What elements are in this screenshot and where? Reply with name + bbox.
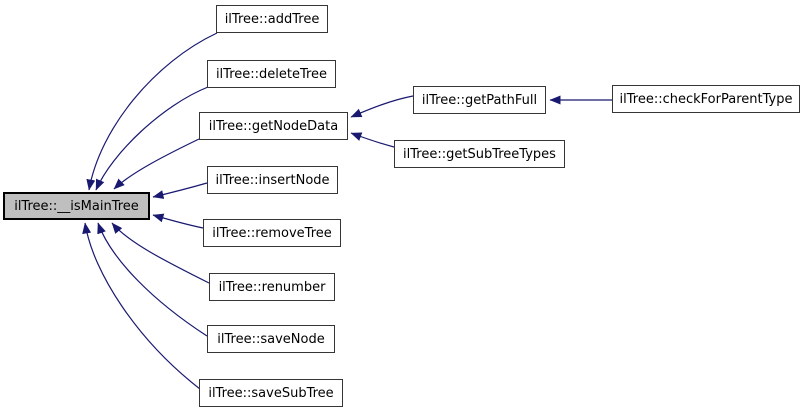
edge-removetree-to-ismaintree: [152, 213, 204, 229]
edge-savesubtree-to-ismaintree: [82, 222, 201, 390]
node-iltree-savenode[interactable]: ilTree::saveNode: [207, 325, 335, 353]
edge-getpathfull-to-getnodedata: [350, 95, 414, 118]
node-iltree-getsubtreetypes[interactable]: ilTree::getSubTreeTypes: [394, 140, 565, 168]
node-iltree-getpathfull[interactable]: ilTree::getPathFull: [413, 86, 546, 114]
node-iltree-checkforparenttype[interactable]: ilTree::checkForParentType: [612, 85, 800, 113]
node-iltree-insertnode[interactable]: ilTree::insertNode: [207, 166, 338, 194]
edge-deletetree-to-ismaintree: [95, 86, 209, 191]
node-iltree-getnodedata[interactable]: ilTree::getNodeData: [199, 112, 348, 140]
node-iltree-removetree[interactable]: ilTree::removeTree: [203, 219, 341, 247]
edge-insertnode-to-ismaintree: [152, 182, 208, 199]
edge-getsubtreetypes-to-getnodedata: [350, 132, 395, 148]
edge-savenode-to-ismaintree: [97, 222, 208, 337]
node-iltree-ismaintree: ilTree::__isMainTree: [3, 192, 150, 220]
node-iltree-renumber[interactable]: ilTree::renumber: [209, 273, 335, 301]
node-iltree-deletetree[interactable]: ilTree::deleteTree: [207, 60, 336, 88]
node-iltree-savesubtree[interactable]: ilTree::saveSubTree: [199, 379, 343, 407]
edge-addtree-to-ismaintree: [86, 32, 218, 191]
node-iltree-addtree[interactable]: ilTree::addTree: [216, 5, 328, 33]
edge-renumber-to-ismaintree: [111, 222, 210, 284]
edge-getnodedata-to-ismaintree: [113, 138, 200, 190]
